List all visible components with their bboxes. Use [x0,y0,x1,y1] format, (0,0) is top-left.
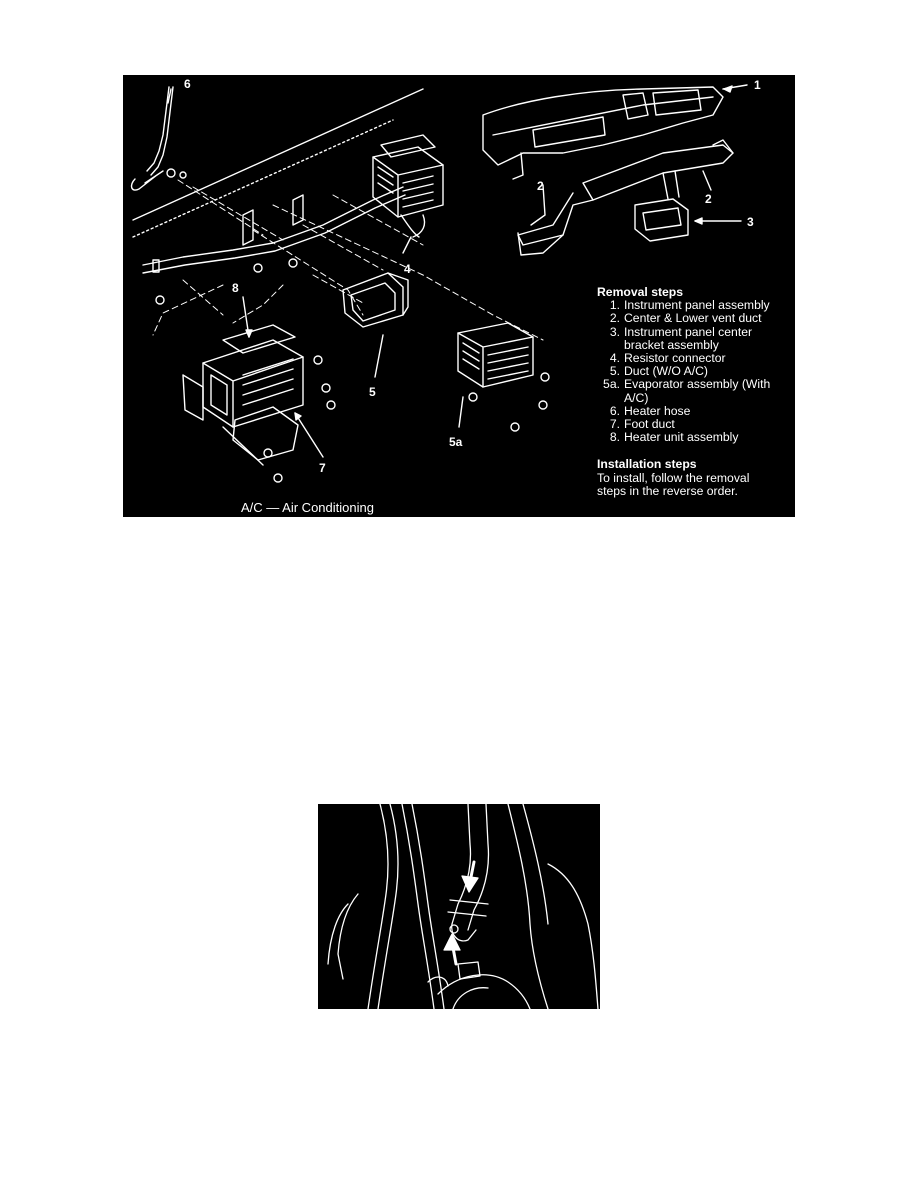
removal-steps-title: Removal steps [597,285,684,299]
removal-step: 3. Instrument panel center [597,324,793,339]
removal-step-text: Heater unit assembly [624,430,739,445]
foot-duct [222,406,299,466]
removal-step-text: Foot duct [624,417,675,432]
duct-without-ac [342,272,409,328]
vent-duct [517,139,734,256]
removal-step-text: bracket assembly [624,337,719,352]
removal-step-text: Resistor connector [624,351,726,366]
removal-step-number: 4. [609,351,620,366]
pipe-bundle [327,804,445,1009]
removal-step-number: 2. [609,311,620,326]
callout-5: 5 [369,385,376,399]
removal-steps-list: 1. Instrument panel assembly 2. Center & Lo… [597,299,793,444]
removal-step-number [597,392,624,405]
photo-linework [327,804,599,1009]
assembly-guide-lines [152,179,544,341]
removal-step-number: 6. [609,403,620,418]
installation-steps-title: Installation steps [597,457,697,472]
callout-7: 7 [319,461,326,475]
removal-step-text: Instrument panel center [624,324,753,339]
removal-step: 8. Heater unit assembly [597,431,793,444]
clamp-fittings [427,924,481,987]
removal-step-text: Center & Lower vent duct [624,311,762,326]
removal-step: 7. Foot duct [597,417,793,432]
removal-step-number: 1. [609,298,620,313]
removal-step-text: Heater hose [624,403,691,418]
engine-mass [437,804,599,1009]
callout-2: 2 [705,192,712,206]
removal-step-text: A/C) [624,390,649,405]
removal-step: 2. Center & Lower vent duct [597,312,793,325]
diagram-linework [130,84,748,483]
mounting-nuts [155,258,336,483]
installation-text-line: steps in the reverse order. [597,483,738,498]
callout-4: 4 [404,262,411,276]
removal-step-number: 8. [609,430,620,445]
figure-caption: A/C — Air Conditioning [241,500,374,515]
heater-unit-assembly [182,324,304,428]
callout-6: 6 [184,77,191,91]
center-bracket-assembly [634,170,689,242]
removal-step: 4. Resistor connector [597,351,793,366]
callout-leaders [167,84,748,458]
evaporator-assembly [457,322,550,432]
heater-hose-clamp-illustration [318,804,600,1009]
removal-step-number: 5a. [603,377,620,392]
installation-text-line: To install, follow the removal [597,470,750,485]
removal-step: 6. Heater hose [597,403,793,418]
removal-step-text: Evaporator assembly (With [624,377,771,392]
clamp-arrow-upper [461,860,479,893]
removal-step-number: 3. [609,324,620,339]
instrument-panel-assembly [482,86,724,180]
callout-2: 2 [537,179,544,193]
removal-step: bracket assembly [597,337,793,352]
heater-hose [447,804,490,942]
callout-3: 3 [747,215,754,229]
blower-unit [372,134,444,238]
clamp-arrow-lower [443,933,461,966]
removal-step: 5a. Evaporator assembly (With [597,378,793,391]
callout-5a: 5a [449,435,463,449]
removal-step: A/C) [597,390,793,405]
removal-step-text: Duct (W/O A/C) [624,364,708,379]
callout-8: 8 [232,281,239,295]
removal-step: 5. Duct (W/O A/C) [597,365,793,378]
dash-reference-line [132,88,424,221]
removal-step-text: Instrument panel assembly [624,298,770,313]
callout-1: 1 [754,78,761,92]
heater-unit-exploded-diagram: 1 2 2 3 4 5 5a 6 7 8 Removal steps 1. Ins… [123,75,795,517]
removal-step: 1. Instrument panel assembly [597,299,793,312]
removal-step-number: 7. [609,417,620,432]
heater-hose [130,86,187,191]
removal-step-number: 5. [609,364,620,379]
steps-legend: Removal steps 1. Instrument panel assembl… [597,285,793,498]
